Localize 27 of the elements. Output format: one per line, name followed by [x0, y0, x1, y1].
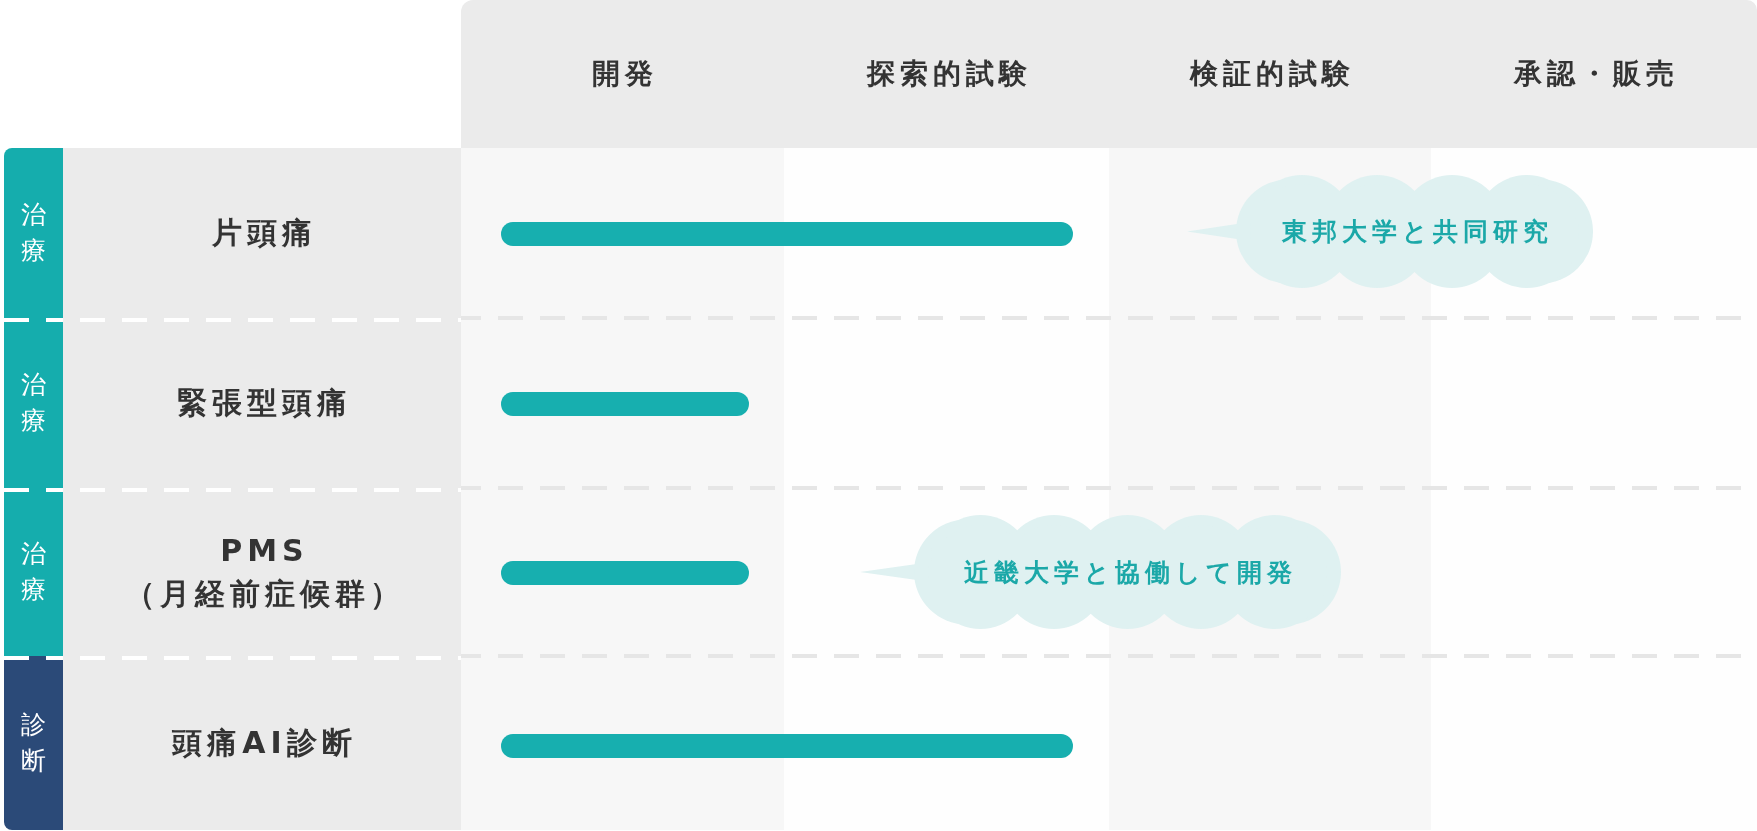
progress-bar: [501, 392, 749, 416]
stage-name: 探索的試験: [865, 56, 1032, 92]
stage-name: 検証的試験: [1188, 56, 1355, 92]
category-tab: [4, 656, 63, 830]
callout-text: 東邦大学と共同研究: [1280, 216, 1553, 248]
condition-name: 頭痛AI診断: [171, 724, 357, 763]
callout-text: 近畿大学と協働して開発: [962, 556, 1297, 589]
progress-bar: [501, 561, 749, 585]
category-tab: [4, 148, 63, 318]
condition-name: （月経前症候群）: [123, 575, 405, 613]
stage-name: 承認・販売: [1512, 56, 1679, 92]
category-tab: [4, 488, 63, 656]
row-label-cell: [63, 318, 461, 488]
category-label: 治療: [21, 368, 46, 437]
condition-name: 緊張型頭痛: [176, 384, 352, 423]
row-label-cell: [63, 148, 461, 318]
category-label: 診断: [21, 708, 46, 777]
progress-bar: [501, 222, 1073, 246]
progress-bar: [501, 734, 1073, 758]
stage-name: 開発: [591, 56, 658, 92]
category-label: 治療: [21, 537, 46, 606]
condition-name: 片頭痛: [211, 214, 317, 253]
row-label-cell: [63, 656, 461, 830]
condition-name: PMS: [219, 531, 309, 570]
category-label: 治療: [21, 198, 46, 267]
category-tab: [4, 318, 63, 488]
row-label-cell: [63, 488, 461, 656]
